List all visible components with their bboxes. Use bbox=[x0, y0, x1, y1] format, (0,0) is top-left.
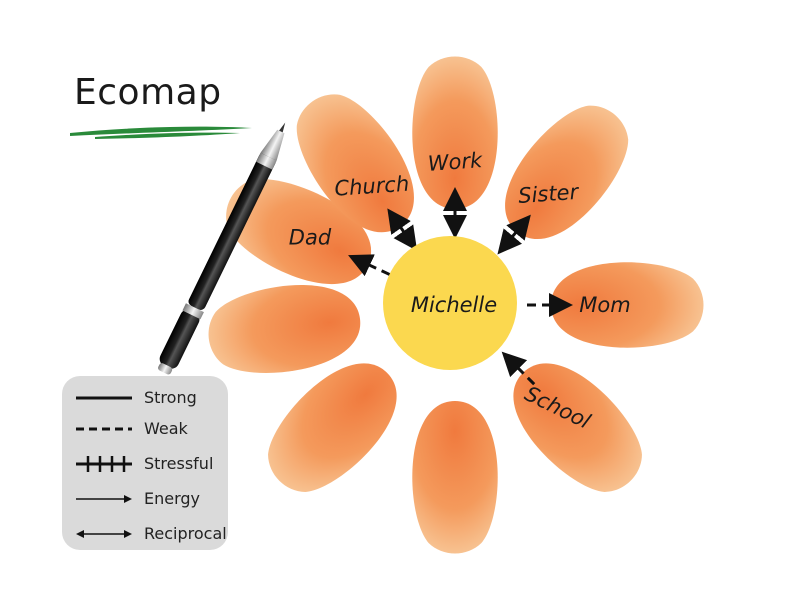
legend-item-reciprocal: Reciprocal bbox=[62, 522, 228, 546]
legend-item-strong: Strong bbox=[62, 386, 228, 410]
legend-label: Strong bbox=[144, 388, 197, 407]
petal-empty-3 bbox=[208, 285, 360, 373]
connection-school bbox=[501, 351, 536, 386]
legend-label: Stressful bbox=[144, 454, 214, 473]
legend-label: Weak bbox=[144, 419, 188, 438]
center-label: Michelle bbox=[411, 293, 497, 317]
connection-dad bbox=[348, 254, 391, 277]
node-label-dad: Dad bbox=[289, 225, 332, 249]
legend-label: Energy bbox=[144, 489, 201, 508]
petal-empty-2 bbox=[268, 363, 397, 492]
legend: Strong Weak Stressful Energy Reciprocal bbox=[62, 376, 228, 550]
petal-dad bbox=[226, 179, 371, 284]
legend-item-energy: Energy bbox=[62, 487, 228, 511]
legend-label: Reciprocal bbox=[144, 524, 227, 543]
center-node bbox=[383, 236, 517, 370]
single-arrow-icon bbox=[76, 495, 132, 503]
petal-school bbox=[513, 363, 642, 492]
petals bbox=[208, 56, 704, 554]
connections bbox=[348, 187, 573, 386]
petal-empty-1 bbox=[412, 401, 498, 554]
petal-church bbox=[296, 94, 414, 233]
double-arrow-icon bbox=[76, 530, 132, 538]
page-title: Ecomap bbox=[74, 72, 222, 113]
node-label-sister: Sister bbox=[517, 180, 580, 208]
legend-item-stressful: Stressful bbox=[62, 452, 228, 476]
connection-sister bbox=[497, 214, 531, 255]
connection-church bbox=[387, 208, 418, 251]
hatched-line-icon bbox=[76, 456, 132, 472]
legend-item-weak: Weak bbox=[62, 417, 228, 441]
solid-line-icon bbox=[76, 396, 132, 400]
petal-mom bbox=[551, 262, 704, 348]
title-underline bbox=[70, 126, 252, 139]
node-label-work: Work bbox=[427, 148, 484, 176]
node-label-mom: Mom bbox=[579, 293, 630, 317]
petal-work bbox=[412, 56, 498, 209]
node-label-church: Church bbox=[334, 172, 410, 201]
pen-icon bbox=[158, 122, 286, 375]
petal-sister bbox=[505, 105, 629, 239]
dashed-line-icon bbox=[76, 427, 132, 431]
